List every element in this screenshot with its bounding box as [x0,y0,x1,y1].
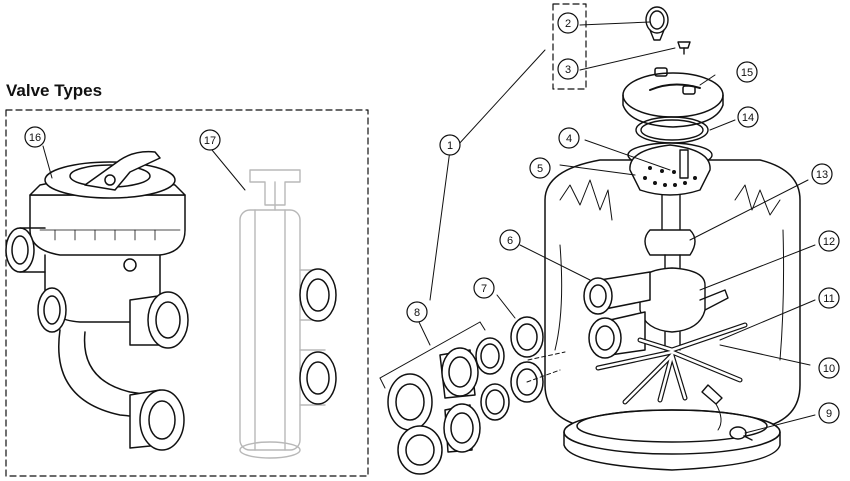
gauge-group-box [552,3,587,90]
callout-label-12: 12 [823,236,835,248]
callout-circle-9 [818,402,840,424]
air-relief [677,41,691,55]
callout-circle-7 [473,277,495,299]
callout-label-11: 11 [823,293,834,305]
callout-label-2: 2 [565,18,571,30]
callout-label-5: 5 [537,163,543,175]
diffuser [627,142,713,196]
pressure-gauge [645,6,669,41]
callout-label-13: 13 [816,169,828,181]
tank-ports [583,271,651,359]
callout-label-15: 15 [741,67,753,79]
callout-circle-12 [818,230,840,252]
callout-label-7: 7 [481,283,487,295]
callout-label-16: 16 [29,132,41,144]
standpipe [644,194,696,281]
callout-label-1: 1 [447,140,453,152]
multiport-valve [5,150,189,451]
callout-circle-4 [558,127,580,149]
callout-circle-10 [818,357,840,379]
callout-label-8: 8 [414,307,420,319]
valve-types-title: Valve Types [6,81,103,100]
callout-circle-2 [557,12,579,34]
callout-label-17: 17 [204,135,216,147]
callout-label-3: 3 [565,64,571,76]
tank-lid [622,67,724,128]
callout-label-4: 4 [566,133,572,145]
callout-circle-8 [406,301,428,323]
callout-circle-16 [24,126,46,148]
callout-label-6: 6 [507,235,513,247]
valve-types-box [5,109,369,477]
callout-circle-13 [811,163,833,185]
slide-valve-ports [299,268,337,405]
callout-circle-15 [736,61,758,83]
callout-label-14: 14 [742,112,754,124]
leader-lines [42,21,816,434]
callout-circle-5 [529,157,551,179]
callout-circle-1 [439,134,461,156]
callout-circle-17 [199,129,221,151]
union-parts [379,316,544,475]
o-ring [635,116,709,144]
callout-label-9: 9 [826,408,832,420]
manifold [639,267,729,351]
callout-circle-3 [557,58,579,80]
callout-circle-11 [818,287,840,309]
callout-circle-14 [737,106,759,128]
callout-label-10: 10 [823,363,835,375]
callout-circle-6 [499,229,521,251]
laterals-inner [596,323,747,404]
